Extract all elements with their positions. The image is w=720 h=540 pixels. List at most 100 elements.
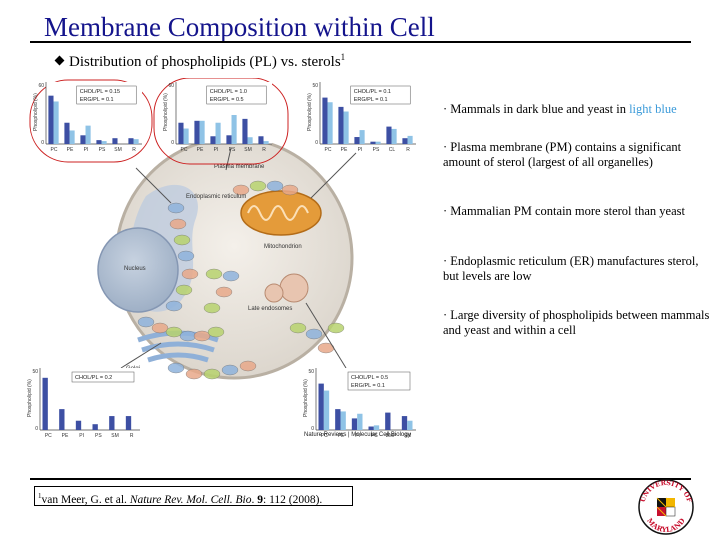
chart-erg-ratio: ERG/PL = 0.1 [351, 383, 385, 389]
chart-chol-ratio: CHOL/PL = 0.5 [351, 375, 388, 381]
cell-diagram-svg: Endoplasmic reticulum Nucleus Mitochondr… [27, 78, 416, 439]
chart-xtick-label: PS [95, 433, 102, 439]
lipid-bubble [205, 268, 223, 280]
chart-erg-ratio: ERG/PL = 0.1 [354, 97, 388, 103]
chart-xtick-label: CL [389, 147, 396, 153]
chart-xtick-label: PC [325, 147, 332, 153]
mitochondrion [240, 190, 322, 236]
late-endosome-2 [264, 283, 284, 303]
figure-credit: Nature Reviews | Molecular Cell Biology [304, 432, 411, 438]
bar-dark-PS [96, 140, 102, 144]
bar-dark-SM [112, 138, 118, 144]
chart-xtick-label: R [406, 147, 410, 153]
chart-chol-ratio: CHOL/PL = 0.2 [75, 375, 112, 381]
bar-dark-PE [335, 409, 341, 430]
lipid-bubble [266, 180, 284, 192]
golgi-stack-3 [147, 352, 209, 363]
bar-dark-PI [80, 135, 86, 144]
bar-dark-PI [351, 418, 358, 430]
chart-ytick-zero: 0 [35, 426, 38, 432]
bar-light-PS [231, 115, 237, 144]
chart-chol-ratio: CHOL/PL = 0.15 [80, 89, 120, 95]
bar-dark-PE [59, 409, 65, 430]
chart-xtick-label: PE [197, 147, 204, 153]
bar-light-PC [53, 101, 59, 144]
chart-xtick-label: R [262, 147, 266, 153]
label-late-endo: Late endosomes [248, 306, 292, 312]
chart-ytick-label: 60 [168, 83, 174, 89]
lipid-bubble [193, 330, 211, 342]
label-mito: Mitochondrion [264, 244, 302, 250]
lipid-bubble [177, 250, 195, 262]
bar-dark-PS [226, 135, 232, 144]
chart-erg-ratio: ERG/PL = 0.1 [80, 97, 114, 103]
svg-text:MARYLAND: MARYLAND [645, 516, 687, 534]
bar-light-PS [375, 141, 381, 144]
bar-light-R [407, 135, 413, 144]
bar-dark-PE [194, 120, 200, 144]
lipid-bubble [203, 302, 221, 314]
bar-dark-SM [401, 416, 408, 430]
chart-ytick-zero: 0 [315, 140, 318, 146]
lipid-bubble [167, 362, 185, 374]
bar-dark-PS [92, 424, 98, 430]
note-2: · Plasma membrane (PM) contains a signif… [443, 140, 682, 169]
lipid-bubble [173, 234, 191, 246]
bar-light-PE [199, 120, 205, 144]
bar-dark-PC [42, 377, 48, 430]
chart-ytick-label: 50 [32, 369, 38, 375]
lipid-bubble [289, 322, 307, 334]
bar-light-PI [359, 130, 365, 144]
lipid-bubble [137, 316, 155, 328]
chart-ylabel: Phospholipid (%) [33, 93, 39, 131]
chart-xtick-label: PC [181, 147, 188, 153]
bar-light-SM [407, 420, 413, 430]
chart-ytick-zero: 0 [311, 426, 314, 432]
chart-ylabel: Phospholipid (%) [27, 379, 33, 417]
chart-xtick-label: PS [229, 147, 236, 153]
chart-xtick-label: PS [99, 147, 106, 153]
note-1-accent: light blue [629, 102, 677, 116]
bar-light-PE [340, 411, 346, 430]
chart-xtick-label: PI [84, 147, 89, 153]
chart-xtick-label: SM [111, 433, 119, 439]
bar-dark-PE [64, 122, 70, 144]
bar-dark-R [258, 136, 264, 144]
chart-ytick-label: 50 [312, 83, 318, 89]
bar-light-PI [85, 125, 91, 144]
chart-ratio-box [206, 85, 267, 105]
chart-xtick-label: PC [321, 433, 328, 439]
bar-dark-PI [210, 136, 216, 144]
bar-dark-PC [48, 95, 54, 144]
lipid-bubble [203, 368, 221, 380]
lipid-bubble [239, 360, 257, 372]
bar-dark-PE [338, 106, 344, 144]
reference-sup: 1 [38, 492, 42, 500]
reference-rest: : 112 (2008). [263, 493, 323, 506]
lipid-bubble [167, 202, 185, 214]
chart-xtick-label: BMP [386, 433, 398, 439]
bar-light-PI [215, 122, 221, 144]
umd-seal-icon: UNIVERSITY OF MARYLAND [638, 479, 694, 535]
reference-volume: 9 [257, 493, 263, 506]
bar-light-PC [327, 102, 333, 144]
bar-dark-R [402, 138, 408, 144]
arrow-pm [225, 147, 232, 171]
chart-xtick-label: PI [355, 433, 360, 439]
chart-xtick-label: R [132, 147, 136, 153]
bar-light-SM [247, 137, 253, 144]
university-logo: UNIVERSITY OF MARYLAND [636, 479, 696, 535]
diamond-bullet-icon [54, 55, 65, 66]
lipid-bubble [165, 326, 183, 338]
chart-erg-ratio: ERG/PL = 0.5 [210, 97, 244, 103]
chart-xtick-label: PC [51, 147, 58, 153]
note-1-text: · Mammals in dark blue and yeast in [443, 102, 630, 116]
label-er: Endoplasmic reticulum [186, 194, 246, 200]
chart-xtick-label: SM [114, 147, 122, 153]
chart-ratio-box [76, 85, 137, 105]
chart-chol-ratio: CHOL/PL = 1.0 [210, 89, 247, 95]
bar-light-PC [323, 390, 330, 430]
nucleus [97, 227, 179, 313]
